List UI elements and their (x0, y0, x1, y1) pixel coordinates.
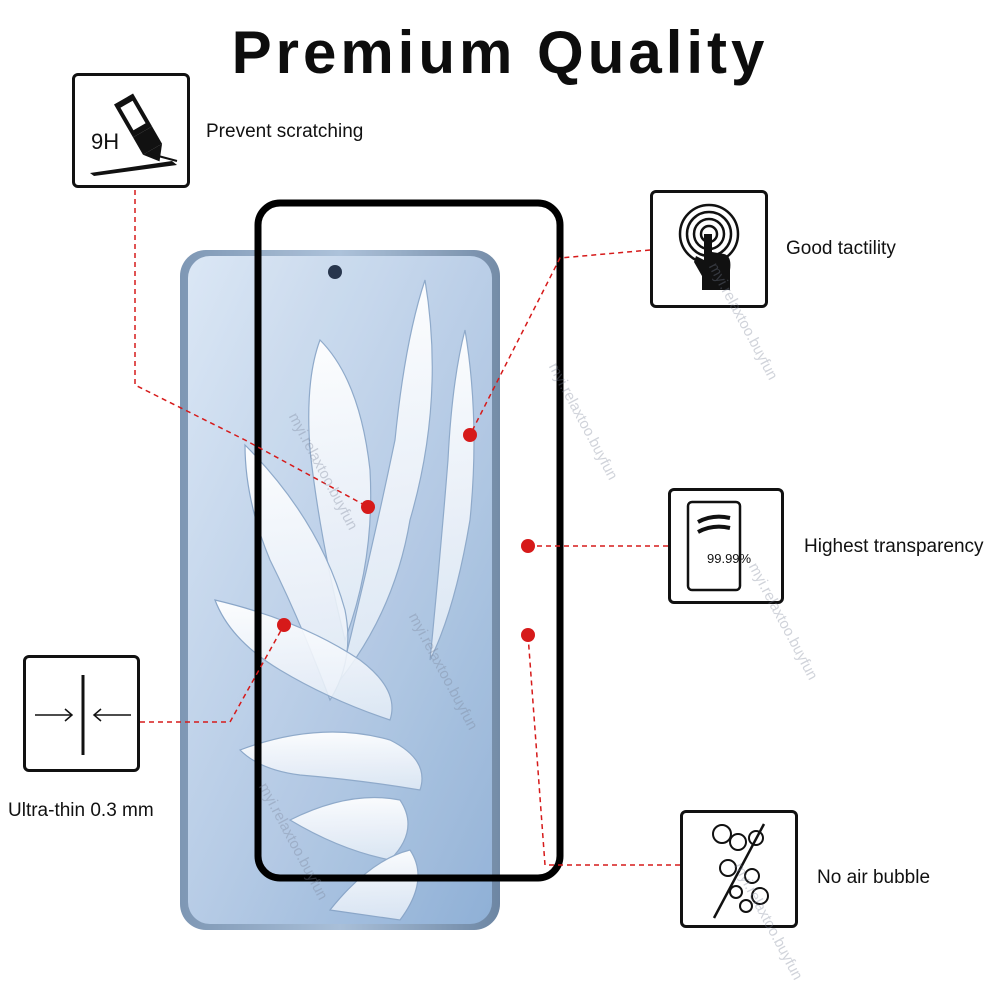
page-title: Premium Quality (231, 19, 769, 86)
tactility-feature-box (650, 190, 768, 308)
bubble-icon (712, 823, 769, 919)
callout-dots (277, 428, 535, 642)
knife-scratch-icon (90, 93, 178, 176)
hardness-badge: 9H (91, 129, 120, 154)
transparency-badge: 99.99% (707, 551, 752, 566)
thickness-arrows-icon (35, 675, 131, 755)
camera-icon (328, 265, 342, 279)
screen-protector-frame (254, 199, 564, 882)
scratch-feature-box: 9H (72, 73, 190, 188)
thin-feature-box (23, 655, 140, 772)
transparent-glass-icon (686, 500, 742, 592)
callout-lines (134, 190, 680, 866)
tactility-label: Good tactility (786, 238, 896, 259)
scratch-label: Prevent scratching (206, 121, 364, 142)
transparency-feature-box: 99.99% (668, 488, 784, 604)
thin-label: Ultra-thin 0.3 mm (8, 800, 154, 821)
bubble-label: No air bubble (817, 867, 931, 888)
touch-finger-icon (678, 203, 740, 290)
bubble-feature-box (680, 810, 798, 928)
transparency-label: Highest transparency (804, 536, 984, 557)
